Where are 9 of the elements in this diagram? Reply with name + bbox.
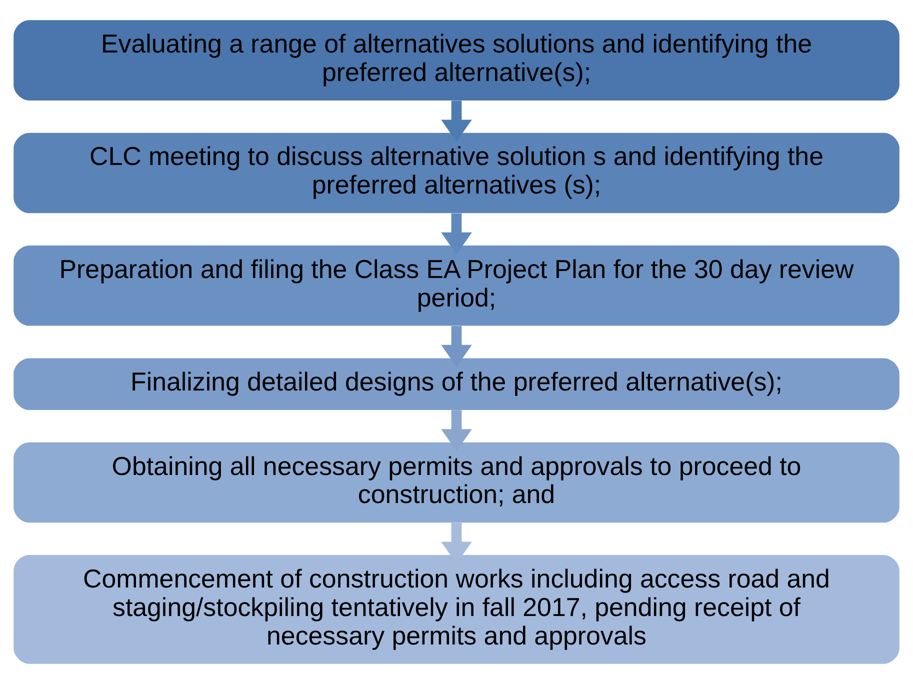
node-box: Obtaining all necessary permits and approvals to proceed to construction; and [14,442,900,523]
arrow [441,213,472,254]
arrow [441,100,472,142]
node-box: CLC meeting to discuss alternative solution s and identifying the preferred alternatives (s); [14,132,900,214]
node-box: Finalizing detailed designs of the preferred alternative(s); [14,358,900,410]
node-box: Commencement of construction works including access road and staging/stockpiling tentatively in fall 2017, pending receipt of necessary permits and approvals [14,555,900,664]
arrow [441,326,472,367]
node-box: Preparation and filing the Class EA Project Plan for the 30 day review period; [14,246,900,326]
node-box: Evaluating a range of alternatives solutions and identifying the preferred alternative(s); [14,20,900,100]
